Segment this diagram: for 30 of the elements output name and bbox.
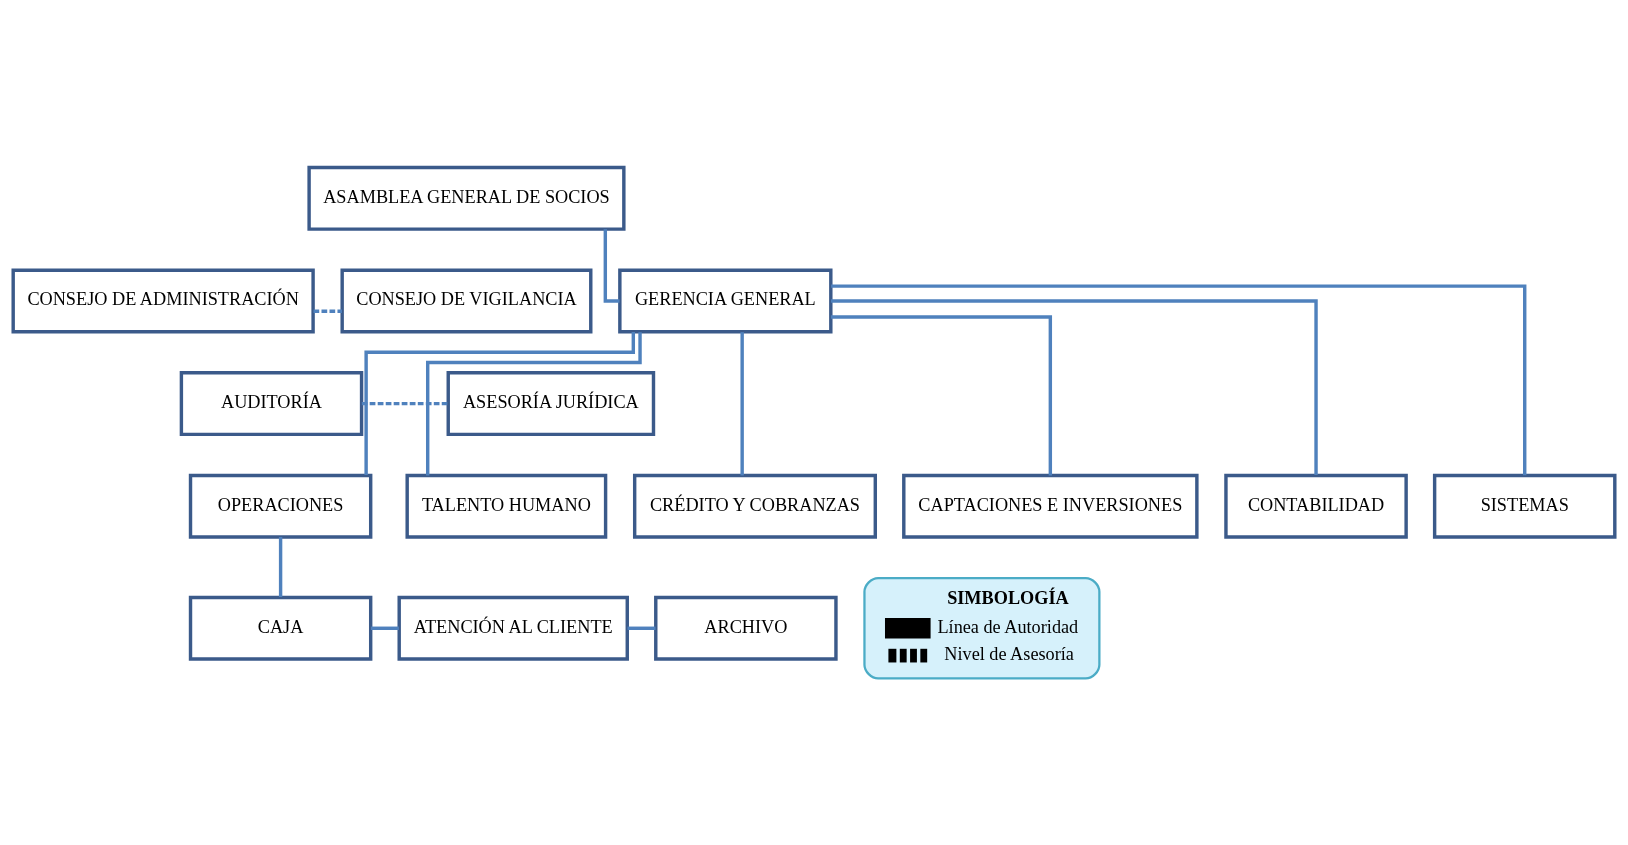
node-box: CRÉDITO Y COBRANZAS <box>632 473 877 539</box>
connector <box>830 314 1053 475</box>
connector <box>831 283 1527 475</box>
node-box: OPERACIONES <box>188 473 373 539</box>
connector <box>361 401 448 405</box>
connector <box>364 331 635 475</box>
label: SIMBOLOGÍA <box>947 587 1069 608</box>
connector <box>278 536 283 597</box>
connector <box>313 309 342 313</box>
node-box: ARCHIVO <box>654 595 838 661</box>
node-box: CONSEJO DE VIGILANCIA <box>340 268 593 333</box>
connector <box>740 331 744 475</box>
node-box: TALENTO HUMANO <box>405 473 608 539</box>
connector <box>426 331 642 475</box>
connector <box>370 626 399 630</box>
node-box: CAJA <box>188 595 373 661</box>
node-box: ATENCIÓN AL CLIENTE <box>397 595 629 661</box>
node-box: CONTABILIDAD <box>1224 473 1408 539</box>
node-box: AUDITORÍA <box>179 370 364 436</box>
node-box: CAPTACIONES E INVERSIONES <box>902 473 1199 539</box>
node-box: ASAMBLEA GENERAL DE SOCIOS <box>307 165 626 231</box>
node-box: SISTEMAS <box>1432 473 1617 539</box>
node-box: CONSEJO DE ADMINISTRACIÓN <box>11 268 315 333</box>
legend-label: Nivel de Asesoría <box>944 643 1074 664</box>
legend-label: Línea de Autoridad <box>937 616 1079 637</box>
connector <box>627 626 656 630</box>
node-box: ASESORÍA JURÍDICA <box>446 370 656 436</box>
node-box: GERENCIA GENERAL <box>618 268 833 333</box>
connector <box>603 228 620 303</box>
connector <box>830 298 1318 475</box>
